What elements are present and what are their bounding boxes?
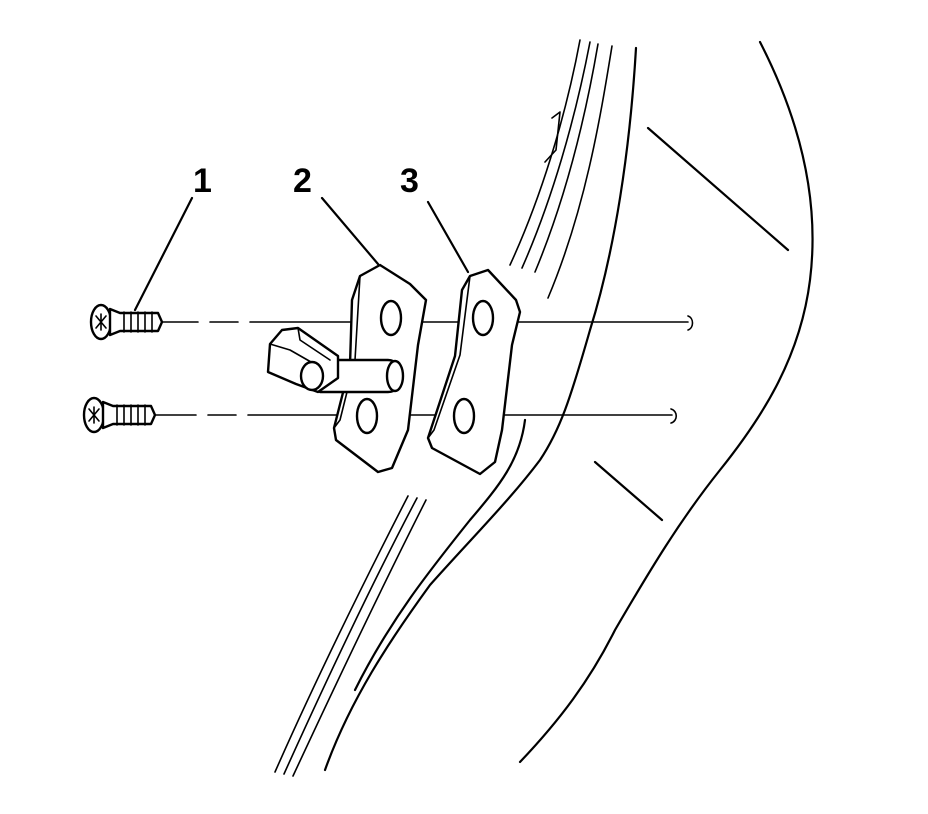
leader-3 xyxy=(426,200,470,274)
leader-1 xyxy=(133,196,194,312)
callout-2: 2 xyxy=(293,162,312,200)
shim-plate xyxy=(426,268,522,476)
alignment-lines xyxy=(154,315,694,424)
callout-leaders xyxy=(133,196,470,312)
hinge-plate xyxy=(266,263,428,474)
callout-1: 1 xyxy=(193,162,212,200)
screw-upper xyxy=(89,303,164,341)
screw-lower xyxy=(82,396,157,434)
callout-3: 3 xyxy=(400,162,419,200)
door-body-outline xyxy=(274,39,814,777)
leader-2 xyxy=(320,196,380,266)
